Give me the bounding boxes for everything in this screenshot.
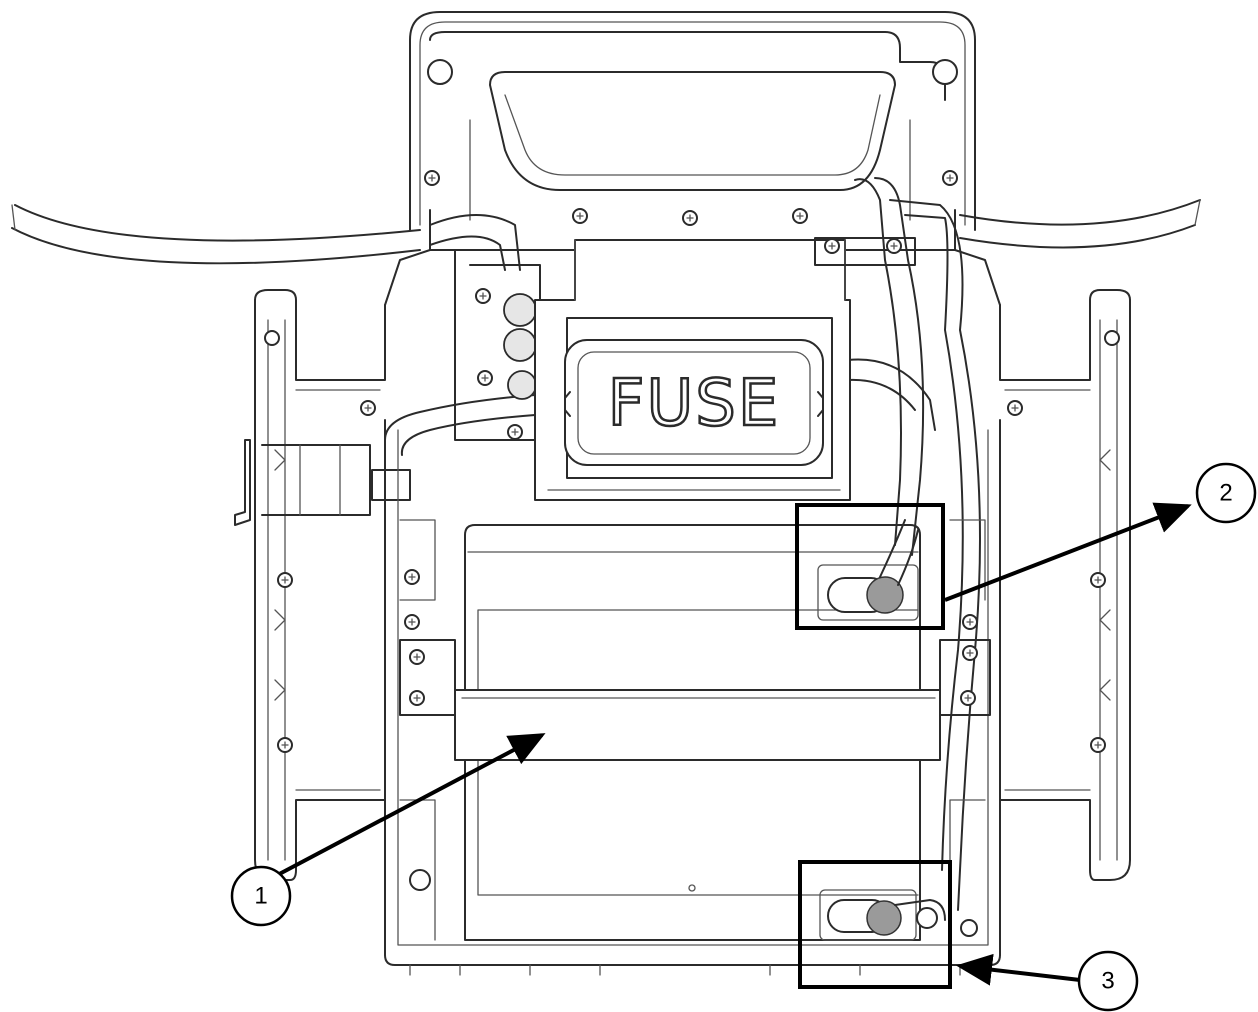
fuse-label: FUSE	[608, 367, 781, 441]
callout-box-2	[795, 503, 945, 630]
main-body	[384, 249, 1001, 976]
left-side-panel	[234, 289, 411, 956]
power-cables	[11, 177, 1201, 911]
side-clips	[399, 519, 986, 941]
fuse-holder: FUSE	[534, 237, 916, 501]
callout-number-3: 3	[1101, 968, 1114, 995]
callout-number-1: 1	[254, 883, 267, 910]
positive-terminal	[817, 519, 919, 621]
negative-terminal	[819, 889, 978, 941]
callout-box-3	[798, 860, 952, 989]
handle-housing	[409, 11, 976, 251]
arrow-2	[944, 502, 1192, 602]
terminal-block	[454, 249, 541, 441]
callout-1: 1	[230, 865, 292, 927]
battery	[399, 524, 991, 941]
arrow-3	[956, 953, 1081, 986]
callout-2: 2	[1195, 462, 1257, 524]
arrow-1	[267, 733, 546, 882]
right-side-panel	[999, 289, 1131, 956]
callout-number-2: 2	[1219, 480, 1232, 507]
callout-3: 3	[1077, 950, 1139, 1012]
